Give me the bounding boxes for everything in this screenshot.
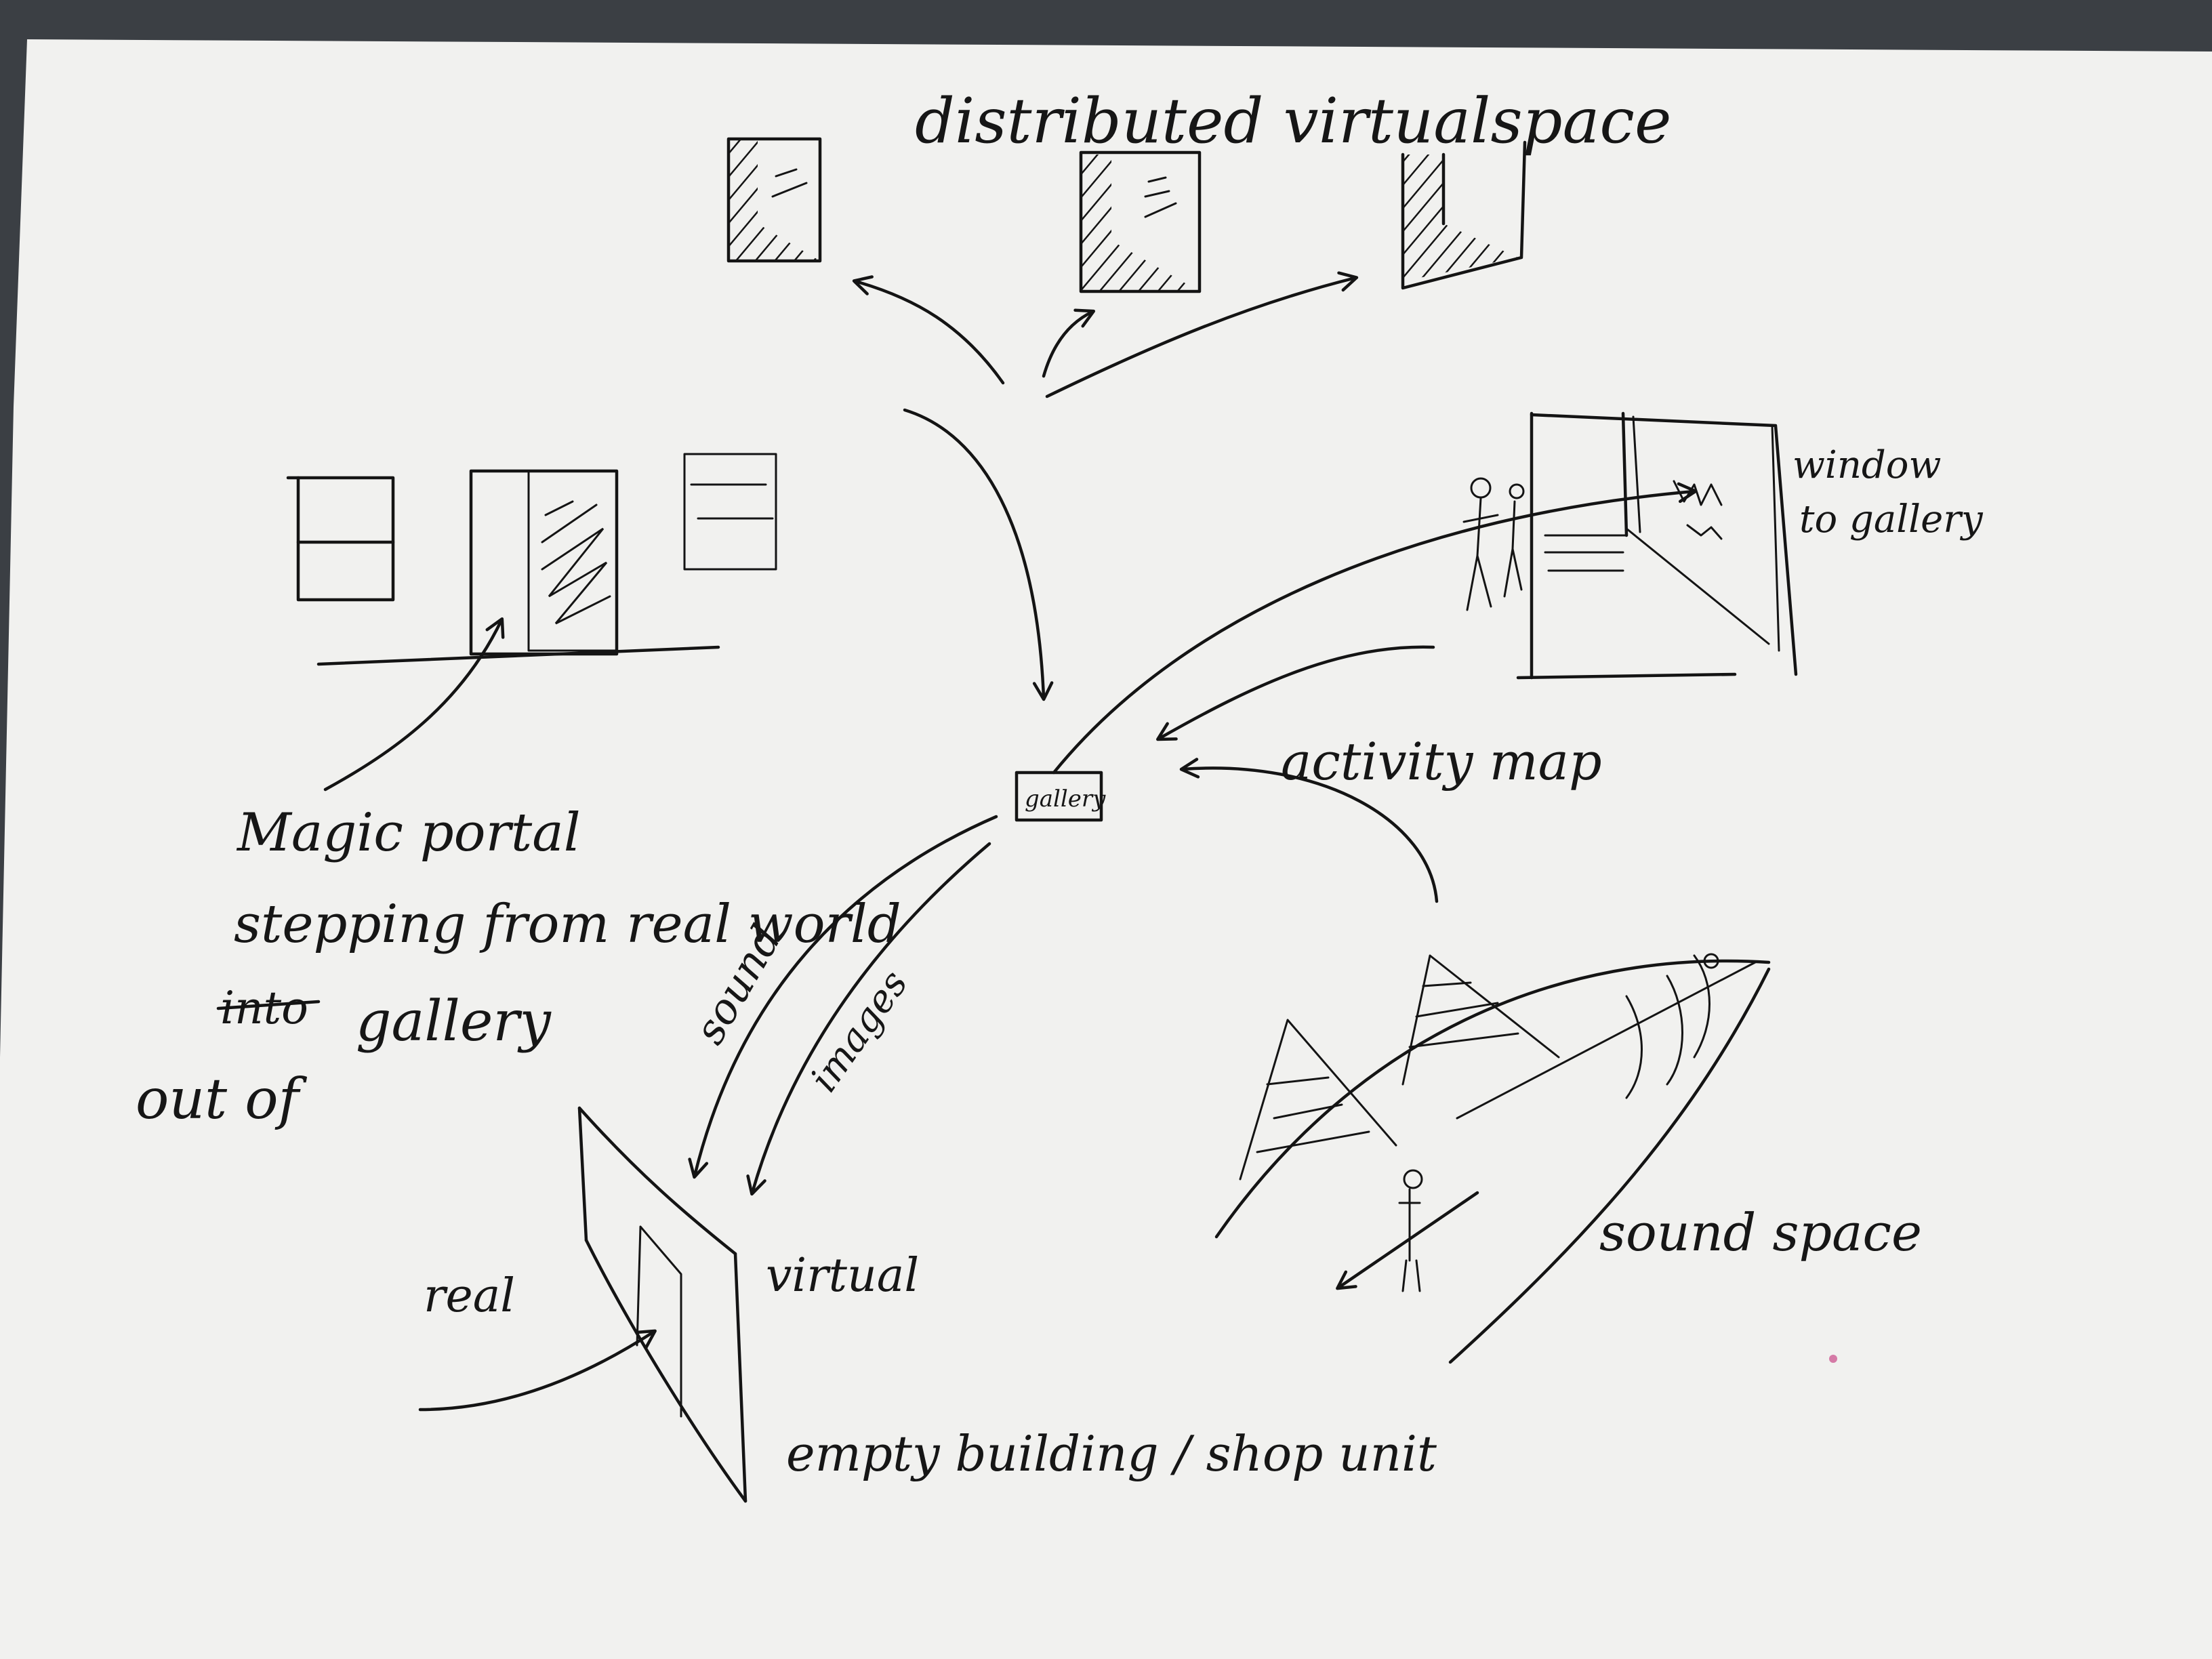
arrow-to-screen-right <box>1045 271 1359 398</box>
sound-space-sketch <box>1214 953 1771 1364</box>
screen-icon-right <box>1401 140 1527 290</box>
out-of-text: out of <box>136 1067 308 1132</box>
magic-portal-sketch <box>286 453 777 666</box>
real-text: real <box>424 1269 515 1323</box>
gallery-box <box>1015 771 1103 822</box>
activity-map-text: activity map <box>1281 731 1602 792</box>
stepping-text: stepping from real world <box>234 894 901 955</box>
empty-building-text: empty building / shop unit <box>786 1425 1437 1482</box>
magic-portal-text: Magic portal <box>236 802 581 863</box>
window-label-line1: window <box>1793 443 1941 487</box>
gallery-word: gallery <box>356 989 552 1054</box>
title-text: distributed virtualspace <box>915 85 1671 157</box>
arrow-sound <box>688 815 998 1179</box>
screen-icon-left <box>726 137 822 263</box>
screen-icon-middle <box>1079 150 1202 293</box>
arrow-gallery-to-window <box>1052 482 1698 775</box>
arrow-images <box>746 842 991 1196</box>
paper-sheet <box>0 39 2212 1659</box>
pink-dot <box>1829 1355 1837 1363</box>
struck-word: into <box>216 982 321 1034</box>
arrow-to-portal <box>323 617 505 792</box>
window-label-line2: to gallery <box>1799 497 1984 541</box>
arrow-window-to-gallery <box>1156 645 1435 741</box>
arrow-to-screen-left <box>852 275 1005 385</box>
arrow-to-screen-middle <box>1042 308 1096 378</box>
virtual-text: virtual <box>766 1249 919 1303</box>
sound-space-text: sound space <box>1599 1202 1922 1263</box>
gallery-box-label: gallery <box>1025 785 1106 813</box>
portal-wall-sketch <box>577 1106 747 1503</box>
arrow-real <box>418 1329 657 1412</box>
arrow-activity-map <box>1179 758 1439 903</box>
arrow-into-gallery <box>903 408 1054 701</box>
